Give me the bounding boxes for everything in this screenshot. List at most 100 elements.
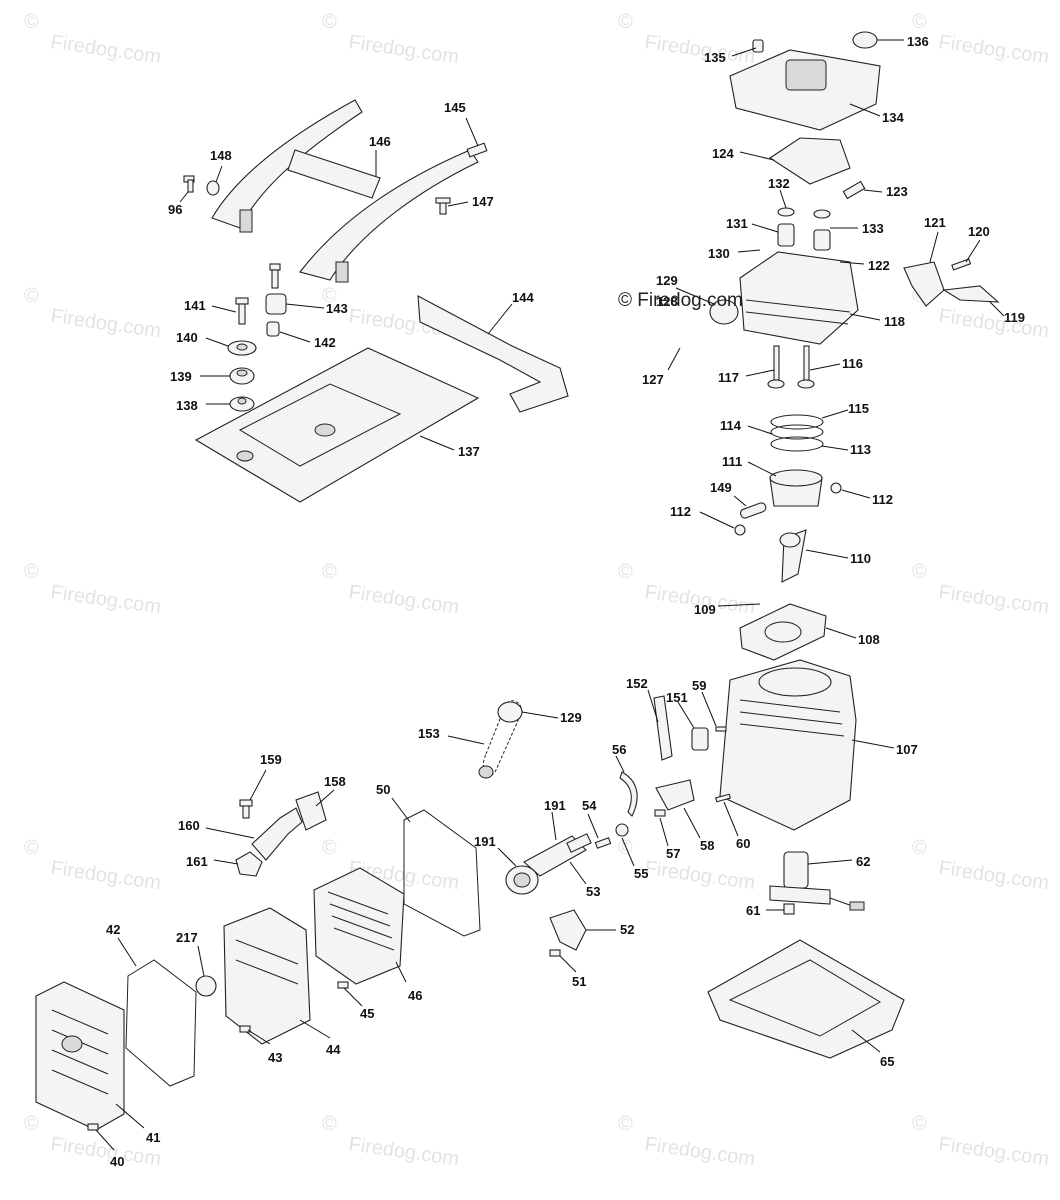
callout-62: 62: [856, 854, 870, 869]
svg-text:Firedog.com: Firedog.com: [49, 305, 162, 342]
bracket-part: [903, 261, 945, 307]
lever-part: [942, 285, 1000, 303]
piston-ring-part: [770, 424, 824, 440]
svg-text:©: ©: [618, 561, 633, 583]
clip-part: [830, 482, 842, 494]
svg-text:©: ©: [24, 285, 39, 307]
callout-159: 159: [260, 752, 282, 767]
case-gasket-part: [403, 809, 481, 937]
callout-112-right: 112: [872, 492, 893, 507]
tensioner-part: [619, 771, 638, 817]
svg-text:©: ©: [618, 1113, 633, 1135]
leader-line: [731, 47, 757, 57]
callout-149: 149: [710, 480, 732, 495]
callout-135: 135: [704, 50, 726, 65]
svg-text:Firedog.com: Firedog.com: [643, 31, 756, 68]
svg-text:©: ©: [24, 837, 39, 859]
leader-line: [95, 1129, 115, 1151]
svg-text:Firedog.com: Firedog.com: [49, 581, 162, 618]
leader-line: [205, 337, 229, 347]
svg-text:©: ©: [24, 1113, 39, 1135]
leader-line: [849, 103, 881, 117]
svg-text:Firedog.com: Firedog.com: [347, 1133, 460, 1170]
callout-44: 44: [326, 1042, 341, 1057]
svg-text:Firedog.com: Firedog.com: [49, 31, 162, 68]
callout-122: 122: [868, 258, 890, 273]
callout-136: 136: [907, 34, 929, 49]
watermark: ©Firedog.com: [618, 561, 756, 618]
svg-text:©: ©: [322, 1113, 337, 1135]
callout-129-lower: 129: [560, 710, 582, 725]
watermark: ©Firedog.com: [24, 561, 162, 618]
leader-line: [683, 807, 701, 839]
leader-line: [215, 165, 223, 183]
crankshaft-part: [505, 833, 592, 895]
callout-151: 151: [666, 690, 688, 705]
callout-109: 109: [694, 602, 716, 617]
callout-120: 120: [968, 224, 990, 239]
leader-line: [737, 249, 761, 253]
leader-line: [615, 755, 625, 773]
retainer-part: [813, 209, 831, 219]
svg-text:Firedog.com: Firedog.com: [643, 857, 756, 894]
leader-line: [487, 303, 513, 335]
piston-ring-part: [770, 436, 824, 452]
callout-152: 152: [626, 676, 648, 691]
bracket-part: [417, 295, 569, 413]
callout-119: 119: [1004, 310, 1025, 325]
washer-part: [206, 180, 220, 196]
leader-line: [747, 461, 777, 477]
watermark: ©Firedog.com: [618, 1113, 756, 1170]
leader-line: [621, 837, 635, 867]
leader-line: [419, 435, 455, 451]
svg-text:©: ©: [24, 11, 39, 33]
leader-line: [809, 363, 841, 371]
bolt-part: [752, 39, 764, 53]
callout-158: 158: [324, 774, 346, 789]
bushing-part: [265, 293, 287, 315]
bracket-part: [691, 727, 709, 751]
callout-114: 114: [720, 418, 742, 433]
callout-143: 143: [326, 301, 348, 316]
exhaust-pipe-part: [251, 807, 303, 861]
leader-lines: [95, 39, 1005, 1151]
leader-line: [989, 301, 1005, 317]
leader-line: [117, 937, 137, 967]
bolt-part: [239, 1025, 251, 1033]
svg-text:©: ©: [322, 837, 337, 859]
svg-text:©: ©: [618, 837, 633, 859]
base-plate-part: [194, 347, 480, 503]
mount-part: [229, 396, 255, 412]
bolt-part: [239, 799, 253, 819]
callout-123: 123: [886, 184, 908, 199]
svg-text:©: ©: [912, 1113, 927, 1135]
callout-55: 55: [634, 866, 648, 881]
callout-121: 121: [924, 215, 946, 230]
leader-line: [851, 1029, 881, 1053]
watermark: ©Firedog.com: [912, 11, 1050, 68]
callout-56: 56: [612, 742, 626, 757]
spark-plug-part: [842, 180, 866, 200]
callout-54: 54: [582, 798, 597, 813]
svg-text:Firedog.com: Firedog.com: [937, 305, 1050, 342]
pin-part: [466, 142, 488, 158]
leader-line: [841, 489, 871, 499]
gasket-part: [739, 603, 827, 661]
callout-128: 128: [656, 294, 678, 309]
leader-line: [249, 769, 267, 801]
bolt-part: [783, 903, 795, 915]
bolt-part: [87, 1123, 99, 1131]
callout-110: 110: [850, 551, 871, 566]
leader-line: [315, 789, 335, 807]
svg-text:©: ©: [912, 837, 927, 859]
bolt-part: [549, 949, 561, 957]
bushing-part: [266, 321, 280, 337]
callout-138: 138: [176, 398, 198, 413]
bolt-part: [183, 175, 195, 193]
callout-41: 41: [146, 1130, 160, 1145]
callout-124: 124: [712, 146, 734, 161]
callout-117: 117: [718, 370, 739, 385]
callout-145: 145: [444, 100, 466, 115]
muffler-guard-part: [35, 981, 125, 1131]
callout-146: 146: [369, 134, 391, 149]
